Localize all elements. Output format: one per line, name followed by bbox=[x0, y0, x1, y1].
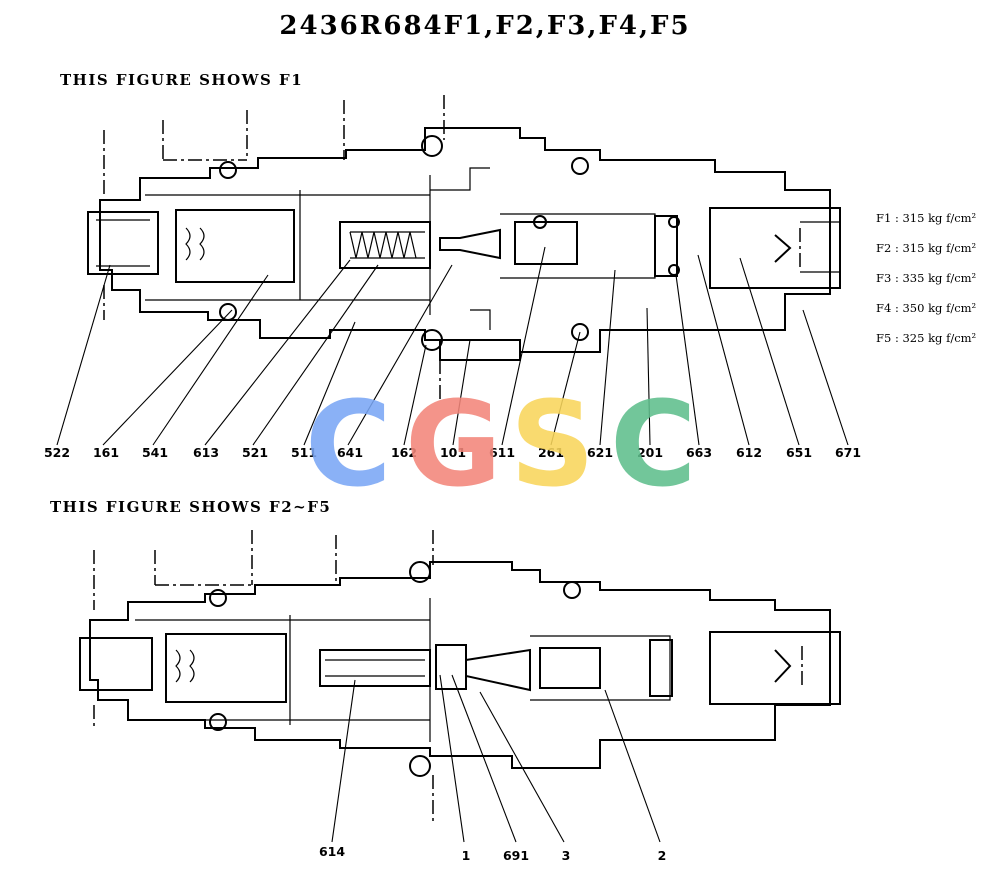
callout-161: 161 bbox=[93, 445, 119, 460]
setting-f4: F4 : 350 kg f/cm² bbox=[876, 301, 976, 315]
callout-1: 1 bbox=[462, 848, 471, 863]
callout-651: 651 bbox=[786, 445, 812, 460]
callout-663: 663 bbox=[686, 445, 712, 460]
watermark-letter-s: S bbox=[510, 375, 595, 513]
watermark-letter-g: G bbox=[405, 375, 502, 513]
cgsc-watermark: C G S C bbox=[305, 375, 697, 513]
figure2-assembly bbox=[79, 530, 841, 825]
callout-541: 541 bbox=[142, 445, 168, 460]
setting-f3: F3 : 335 kg f/cm² bbox=[876, 271, 976, 285]
callout-612: 612 bbox=[736, 445, 762, 460]
callout-261: 261 bbox=[538, 445, 564, 460]
drawing-title: 2436R684F1,F2,F3,F4,F5 bbox=[279, 11, 690, 41]
callout-3: 3 bbox=[562, 848, 571, 863]
callout-522: 522 bbox=[44, 445, 70, 460]
callout-613: 613 bbox=[193, 445, 219, 460]
callout-621: 621 bbox=[587, 445, 613, 460]
figure2-leader-lines bbox=[331, 674, 661, 843]
figure2-caption: THIS FIGURE SHOWS F2~F5 bbox=[50, 498, 331, 516]
setting-f5: F5 : 325 kg f/cm² bbox=[876, 331, 976, 345]
callout-201: 201 bbox=[637, 445, 663, 460]
callout-671: 671 bbox=[835, 445, 861, 460]
setting-f2: F2 : 315 kg f/cm² bbox=[876, 241, 976, 255]
callout-511: 511 bbox=[291, 445, 317, 460]
callout-611: 611 bbox=[489, 445, 515, 460]
callout-614: 614 bbox=[319, 844, 345, 859]
setting-f1: F1 : 315 kg f/cm² bbox=[876, 211, 976, 225]
pressure-settings: F1 : 315 kg f/cm² F2 : 315 kg f/cm² F3 :… bbox=[876, 211, 976, 345]
callout-691: 691 bbox=[503, 848, 529, 863]
figure1-callouts: 522 161 541 613 521 511 641 162 101 611 … bbox=[44, 445, 861, 460]
callout-521: 521 bbox=[242, 445, 268, 460]
figure1-caption: THIS FIGURE SHOWS F1 bbox=[60, 71, 303, 89]
watermark-letter-c2: C bbox=[610, 375, 697, 513]
figure1-assembly bbox=[87, 95, 841, 400]
watermark-letter-c1: C bbox=[305, 375, 392, 513]
callout-101: 101 bbox=[440, 445, 466, 460]
figure1-leader-lines bbox=[56, 246, 849, 446]
callout-2: 2 bbox=[658, 848, 667, 863]
callout-641: 641 bbox=[337, 445, 363, 460]
figure2-callouts: 614 1 691 3 2 bbox=[319, 844, 666, 863]
callout-162: 162 bbox=[391, 445, 417, 460]
